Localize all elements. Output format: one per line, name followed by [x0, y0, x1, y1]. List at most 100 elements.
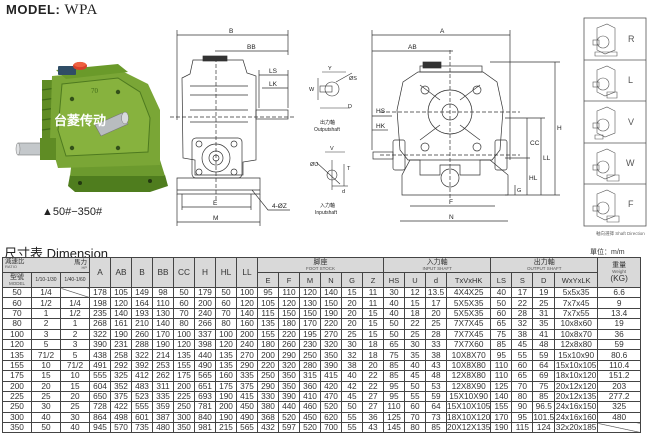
- ratio-range-1: 1/10-1/30: [31, 272, 61, 288]
- col-D: D: [532, 272, 556, 288]
- table-cell: 45: [404, 370, 426, 382]
- table-cell: 18: [362, 349, 384, 361]
- table-cell: 178: [89, 286, 111, 299]
- table-cell: 415: [236, 390, 258, 403]
- table-cell: 98: [152, 286, 174, 299]
- table-cell: 22: [511, 297, 534, 309]
- table-cell: 70: [215, 307, 237, 320]
- table-cell: 200: [236, 328, 258, 340]
- table-cell: 11: [362, 286, 384, 299]
- table-cell: 15X10X105: [445, 401, 492, 413]
- table-cell: 38: [425, 349, 447, 361]
- table-cell: 200: [215, 401, 237, 413]
- col-N: N: [320, 272, 342, 288]
- table-cell: 60: [2, 297, 32, 309]
- col-G: G: [341, 272, 363, 288]
- table-cell: 398: [194, 338, 216, 351]
- table-cell: 945: [89, 422, 111, 433]
- table-cell: 60: [404, 401, 426, 413]
- table-cell: 36: [597, 328, 642, 340]
- table-cell: 480: [152, 422, 174, 433]
- table-cell: 110: [278, 286, 300, 299]
- svg-text:HK: HK: [376, 123, 386, 130]
- table-cell: 48: [425, 370, 447, 382]
- table-cell: 135: [2, 349, 32, 361]
- table-cell: 700: [320, 422, 342, 433]
- table-cell: 20: [425, 307, 447, 320]
- table-cell: 140: [320, 286, 342, 299]
- table-cell: 520: [320, 401, 342, 413]
- model-label: MODEL:: [6, 2, 61, 17]
- table-cell: 3: [31, 328, 61, 340]
- table-cell: 335: [152, 390, 174, 403]
- col-H: H: [194, 257, 216, 288]
- table-cell: 20x12x120: [554, 380, 599, 392]
- table-cell: 693: [194, 390, 216, 403]
- shaft-direction-W: W: [626, 158, 635, 168]
- label-U: ØU: [310, 162, 318, 168]
- table-cell: 15: [404, 297, 426, 309]
- table-cell: 55: [341, 422, 363, 433]
- table-cell: 18: [362, 338, 384, 351]
- shaft-direction-L: L: [628, 75, 634, 85]
- table-cell: 120: [236, 297, 258, 309]
- table-cell: 25: [532, 297, 556, 309]
- table-cell: 210: [131, 318, 153, 330]
- table-cell: 25: [404, 328, 426, 340]
- model-range-label: ▲50#−350#: [42, 206, 103, 218]
- table-cell: 250: [257, 370, 279, 382]
- table-cell: 50: [31, 422, 61, 433]
- table-cell: 604: [89, 380, 111, 392]
- table-cell: 30: [60, 411, 90, 424]
- table-cell: 27: [362, 401, 384, 413]
- col-LL: LL: [236, 257, 258, 288]
- table-cell: 70: [511, 380, 534, 392]
- table-cell: 7x7x45: [554, 297, 599, 309]
- svg-text:N: N: [449, 214, 454, 221]
- table-cell: 322: [131, 349, 153, 361]
- table-cell: 410: [299, 390, 321, 403]
- table-cell: 483: [131, 380, 153, 392]
- table-cell: 53: [425, 380, 447, 392]
- table-cell: 155: [2, 359, 32, 372]
- table-cell: 335: [236, 370, 258, 382]
- table-cell: 10: [31, 359, 61, 372]
- table-cell: 352: [110, 380, 132, 392]
- table-cell: 32x20x185: [554, 422, 599, 433]
- table-cell: 175: [173, 370, 195, 382]
- table-cell: 180: [257, 338, 279, 351]
- svg-text:HL: HL: [529, 175, 538, 182]
- table-cell: 19: [597, 318, 642, 330]
- table-cell: 85: [383, 359, 405, 372]
- table-cell: 75: [532, 380, 556, 392]
- table-cell: 43: [362, 422, 384, 433]
- table-cell: 175: [215, 380, 237, 392]
- col-M: M: [299, 272, 321, 288]
- table-cell: 105: [110, 286, 132, 299]
- table-cell: 125: [383, 411, 405, 424]
- col-AB: AB: [110, 257, 132, 288]
- table-cell: 30: [31, 401, 61, 413]
- col-S: S: [511, 272, 534, 288]
- col-TxVxHK: TxVxHK: [445, 272, 492, 288]
- table-cell: 190: [490, 422, 513, 433]
- table-cell: 73: [425, 411, 447, 424]
- table-cell: 100: [173, 328, 195, 340]
- table-cell: 135: [257, 318, 279, 330]
- table-cell: 32: [341, 349, 363, 361]
- table-cell: 48: [532, 338, 556, 351]
- table-cell: 491: [89, 359, 111, 372]
- table-cell: 415: [320, 370, 342, 382]
- table-cell: 260: [278, 338, 300, 351]
- table-cell: 135: [215, 349, 237, 361]
- table-cell: 101.5: [532, 411, 556, 424]
- table-cell: 22: [362, 370, 384, 382]
- table-cell: 50: [404, 380, 426, 392]
- table-cell: 651: [194, 380, 216, 392]
- table-cell: 555: [131, 401, 153, 413]
- table-cell: 120: [110, 297, 132, 309]
- table-cell: 164: [131, 297, 153, 309]
